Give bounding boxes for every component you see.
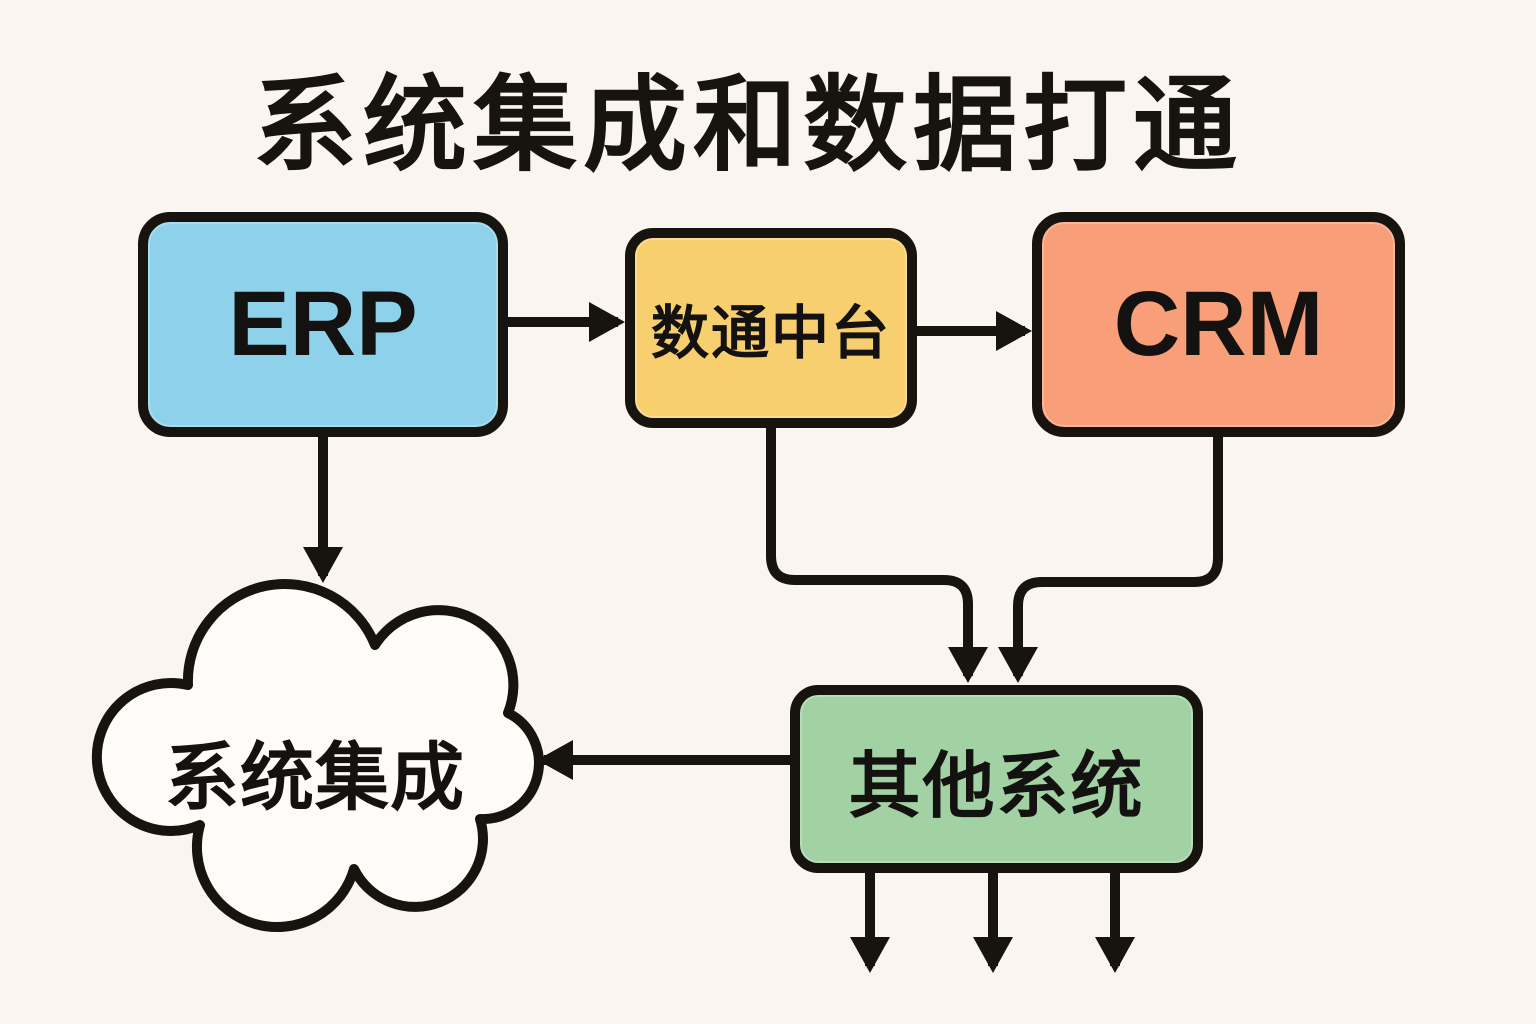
- node-othersys: 其他系统: [790, 685, 1203, 873]
- node-othersys-label: 其他系统: [848, 746, 1145, 827]
- diagram-title: 系统集成和数据打通: [252, 68, 1243, 184]
- edge-datahub-to-othersys: [766, 428, 988, 683]
- node-erp-label: ERP: [228, 273, 418, 375]
- cloud-shape-integration: [91, 579, 544, 933]
- node-integration-label: 系统集成: [165, 736, 465, 819]
- node-erp: ERP: [138, 212, 508, 437]
- node-crm-label: CRM: [1113, 273, 1324, 375]
- node-crm: CRM: [1032, 212, 1405, 437]
- edge-crm-to-othersys: [998, 437, 1223, 683]
- node-datahub-label: 数通中台: [650, 301, 891, 366]
- node-datahub: 数通中台: [625, 228, 917, 428]
